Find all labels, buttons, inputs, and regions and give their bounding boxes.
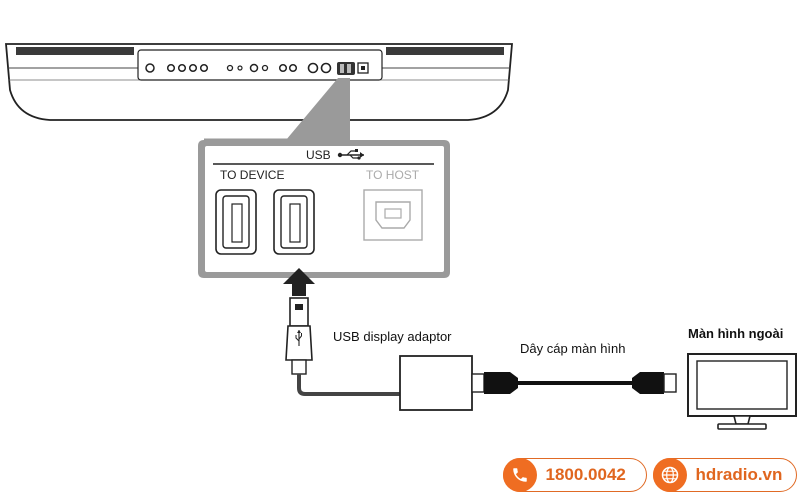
monitor-cable: [471, 372, 677, 394]
monitor-label: Màn hình ngoài: [688, 326, 783, 341]
usb-b-port: [363, 189, 423, 241]
phone-number: 1800.0042: [545, 465, 626, 484]
usb-a-port-2: [273, 189, 315, 255]
website-link: hdradio.vn: [695, 465, 783, 484]
globe-icon: [652, 458, 687, 492]
cable-label: Dây cáp màn hình: [520, 341, 626, 356]
usb-plug: [285, 297, 313, 375]
external-monitor: [687, 353, 797, 430]
to-device-label: TO DEVICE: [220, 168, 284, 182]
usb-port-callout: USB TO DEVICE TO HOST: [198, 78, 450, 278]
website-badge[interactable]: hdradio.vn: [652, 458, 797, 492]
phone-badge[interactable]: 1800.0042: [502, 458, 647, 492]
phone-icon: [502, 458, 537, 492]
arrow-up-icon: [283, 268, 315, 296]
usb-icon: [337, 149, 364, 160]
keyboard-rear-panel: [5, 43, 513, 121]
usb-a-port-1: [215, 189, 257, 255]
usb-display-adaptor: [399, 355, 473, 411]
usb-label: USB: [306, 148, 331, 162]
adaptor-label: USB display adaptor: [333, 329, 452, 344]
usb-cable: [297, 374, 400, 396]
to-host-label: TO HOST: [366, 168, 420, 182]
